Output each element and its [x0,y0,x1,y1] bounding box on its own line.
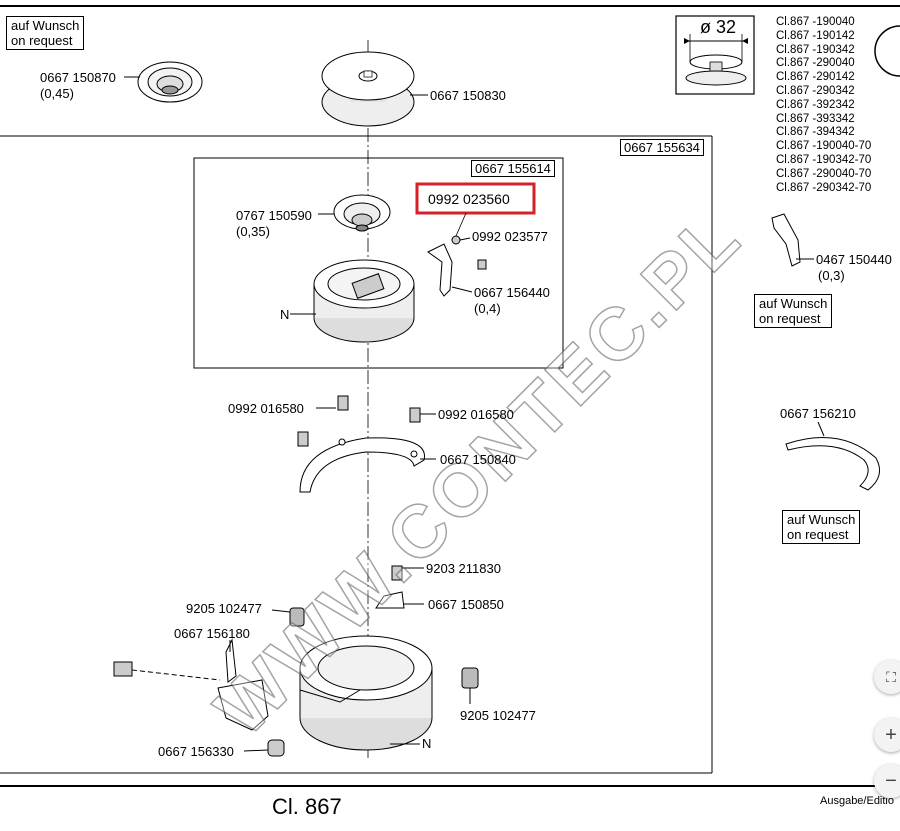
note-line-en: on request [759,311,821,326]
footer-edition: Ausgabe/Editio [820,795,894,807]
n-label: N [422,736,432,751]
n-label: N [280,307,290,322]
bobbin-cap-drawing [137,61,203,103]
model-item: Cl.867 -290142 [776,71,855,84]
model-item: Cl.867 -290040 [776,57,855,70]
part-quantity-label: (0,3) [818,268,845,283]
fit-to-screen-button[interactable]: ⛶ [874,660,900,694]
bobbin-drawing [321,51,415,127]
model-item: Cl.867 -393342 [776,112,855,125]
part-number-label: 0767 150590 [236,208,312,223]
part-quantity-label: (0,4) [474,301,501,316]
fit-screen-icon: ⛶ [886,668,896,685]
part-number-label: 0992 016580 [228,401,304,416]
model-item: Cl.867 -392342 [776,98,855,111]
part-number-label: 0667 156330 [158,744,234,759]
part-number-label: 0667 150870 [40,70,116,85]
small-cap-drawing [333,194,391,232]
footer-title: Cl. 867 [272,794,342,819]
plus-icon: + [885,723,897,746]
model-item: Cl.867 -190040 [776,16,855,28]
part-quantity-label: (0,35) [236,224,270,239]
part-number-label: 0992 023577 [472,229,548,244]
part-number-label: 0992 016580 [438,407,514,422]
model-item: Cl.867 -190342-70 [776,153,872,166]
part-number-label: 0467 150440 [816,252,892,267]
model-item: Cl.867 -290342 [776,84,855,97]
part-number-label: 0667 150840 [440,452,516,467]
zoom-in-button[interactable]: + [874,718,900,752]
note-line-de: auf Wunsch [11,18,80,33]
highlighted-part-number: 0992 023560 [428,191,510,207]
rotary-hook-drawing [299,635,433,751]
part-number-label: 9205 102477 [186,601,262,616]
part-number-label: 0667 156440 [474,285,550,300]
part-number-label: 0667 150850 [428,597,504,612]
on-request-note-low: auf Wunsch on request [782,510,861,544]
subassembly-number-box: 0667 155614 [471,160,555,177]
note-line-en: on request [787,527,849,542]
part-number-label: 9205 102477 [460,708,536,723]
part-number-label: 0667 150830 [430,88,506,103]
on-request-note-mid: auf Wunsch on request [754,294,833,328]
note-line-de: auf Wunsch [759,296,828,311]
model-item: Cl.867 -394342 [776,126,855,139]
part-number-label: 0667 156180 [174,626,250,641]
note-line-de: auf Wunsch [787,512,856,527]
part-quantity-label: (0,45) [40,86,74,101]
assembly-number-box: 0667 155634 [620,139,704,156]
diameter-label: ø 32 [700,17,737,37]
model-item: Cl.867 -290342-70 [776,181,872,194]
minus-icon: − [885,769,897,792]
part-number-label: 0667 156210 [780,406,856,421]
part-number-label: 9203 211830 [426,561,501,576]
bobbin-case-drawing [313,259,415,343]
note-line-en: on request [11,33,73,48]
on-request-note-top: auf Wunsch on request [6,16,85,50]
zoom-out-button[interactable]: − [874,764,900,798]
model-item: Cl.867 -190142 [776,29,855,42]
model-item: Cl.867 -290040-70 [776,167,872,180]
model-list: Cl.867 -190040 Cl.867 -190142 Cl.867 -19… [776,16,871,195]
model-item: Cl.867 -190342 [776,43,855,56]
model-item: Cl.867 -190040-70 [776,140,872,153]
